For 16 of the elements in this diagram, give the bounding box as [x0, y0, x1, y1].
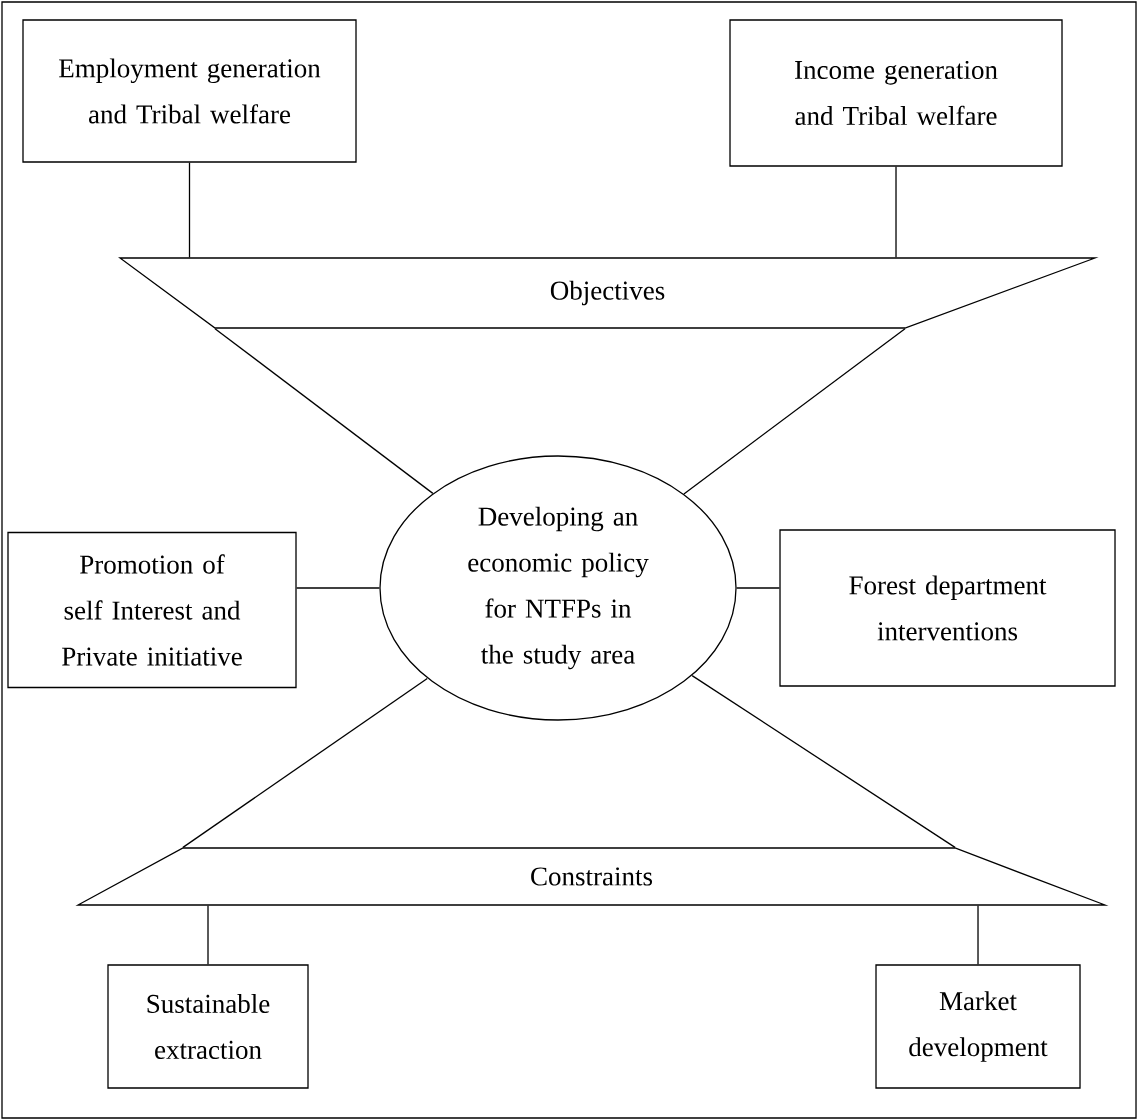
- text-box: Forest department interventions: [779, 529, 1116, 687]
- connector-line: [736, 587, 780, 589]
- text-box: Promotion of self Interest and Private initiative: [7, 531, 297, 689]
- connector-line: [296, 587, 380, 589]
- text-box: Market development: [875, 964, 1081, 1089]
- connector-line: [207, 905, 209, 965]
- connector-line: [895, 166, 897, 258]
- connector-line: [691, 674, 956, 848]
- text-box: Sustainable extraction: [107, 964, 309, 1089]
- connector-line: [977, 905, 979, 965]
- text-box: Income generation and Tribal welfare: [729, 19, 1063, 167]
- connector-line: [683, 328, 906, 495]
- text-box: Employment generation and Tribal welfare: [22, 19, 357, 163]
- connector-line: [188, 162, 191, 258]
- connector-line: [214, 328, 434, 495]
- connector-line: [182, 677, 428, 848]
